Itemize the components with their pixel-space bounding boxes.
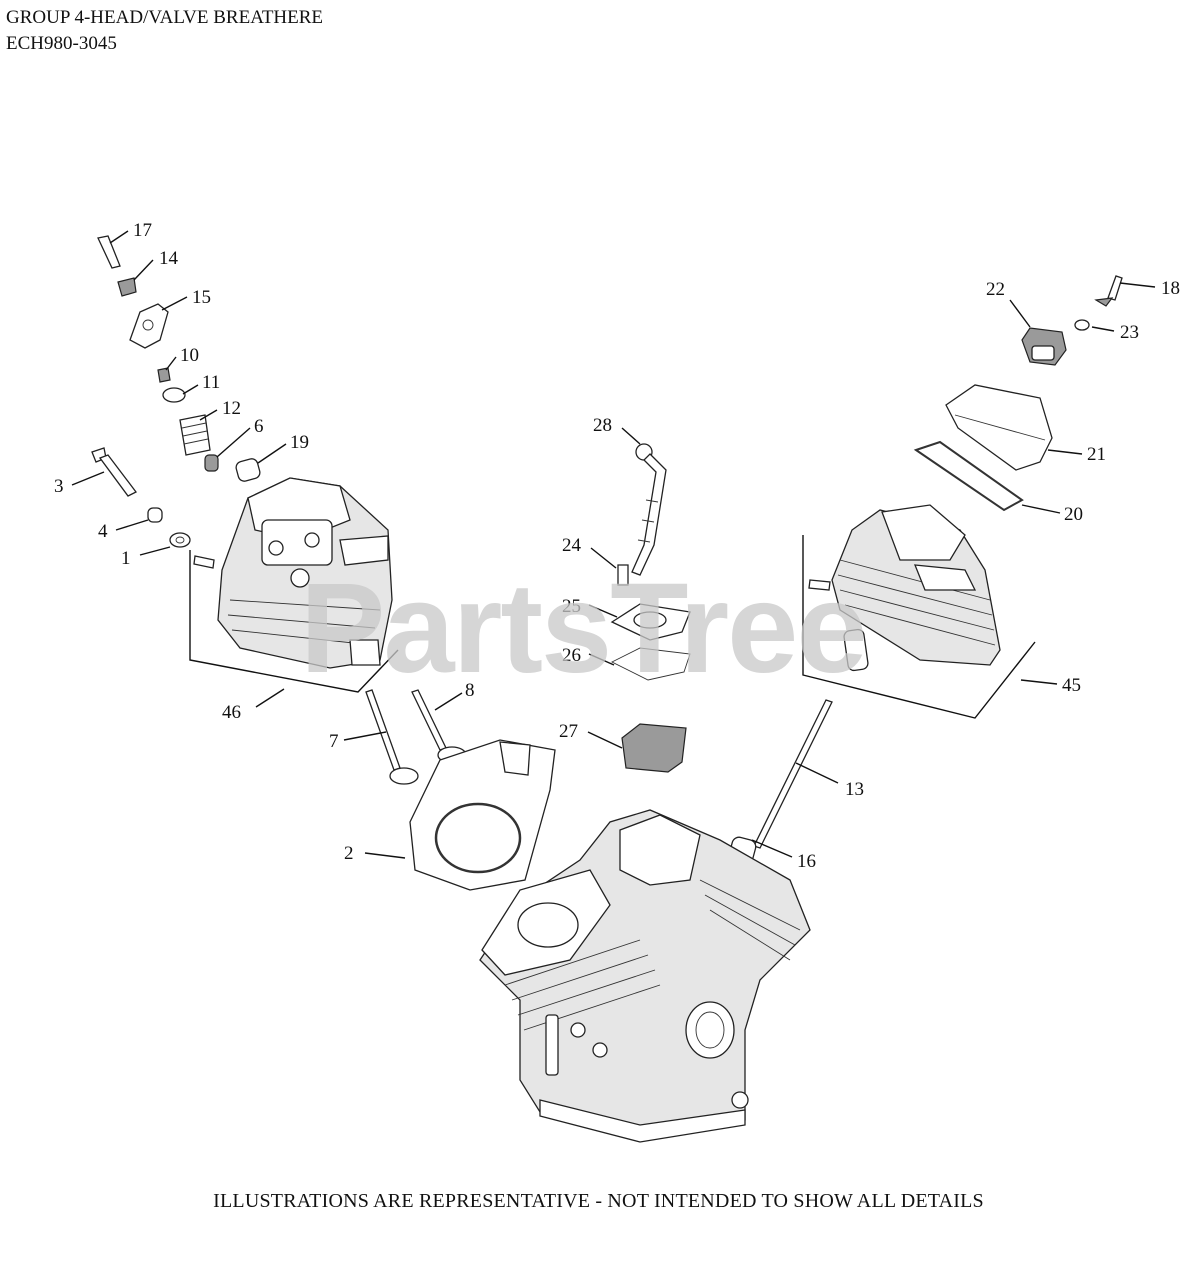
callout-25: 25 <box>562 596 581 617</box>
callout-labels: 17 14 15 10 11 12 6 19 3 4 1 46 7 8 2 28… <box>54 220 1180 872</box>
callout-2: 2 <box>344 843 354 864</box>
callout-4: 4 <box>98 521 108 542</box>
callout-18: 18 <box>1161 278 1180 299</box>
callout-28: 28 <box>593 415 612 436</box>
model-number: ECH980-3045 <box>6 33 117 54</box>
callout-7: 7 <box>329 731 339 752</box>
callout-45: 45 <box>1062 675 1081 696</box>
left-head-assembly-drawing <box>91 235 467 785</box>
callout-6: 6 <box>254 416 264 437</box>
callout-14: 14 <box>159 248 179 269</box>
callout-22: 22 <box>986 279 1005 300</box>
callout-23: 23 <box>1120 322 1139 343</box>
callout-20: 20 <box>1064 504 1083 525</box>
callout-13: 13 <box>845 779 864 800</box>
callout-27: 27 <box>559 721 578 742</box>
callout-15: 15 <box>192 287 211 308</box>
crankcase-drawing <box>479 699 833 1143</box>
head-gasket-drawing <box>409 739 556 891</box>
partstree-watermark: PartsTree <box>300 557 867 700</box>
callout-12: 12 <box>222 398 241 419</box>
leader-lines <box>71 230 1156 859</box>
callout-17: 17 <box>133 220 152 241</box>
callout-11: 11 <box>202 372 220 393</box>
callout-16: 16 <box>797 851 816 872</box>
diagram-title: GROUP 4-HEAD/VALVE BREATHERE <box>6 7 324 28</box>
callout-8: 8 <box>465 680 475 701</box>
callout-19: 19 <box>290 432 309 453</box>
callout-26: 26 <box>562 645 581 666</box>
callout-3: 3 <box>54 476 64 497</box>
disclaimer-footer: ILLUSTRATIONS ARE REPRESENTATIVE - NOT I… <box>213 1190 984 1212</box>
callout-24: 24 <box>562 535 582 556</box>
callout-10: 10 <box>180 345 199 366</box>
callout-21: 21 <box>1087 444 1106 465</box>
callout-1: 1 <box>121 548 131 569</box>
right-head-assembly-drawing <box>802 275 1123 719</box>
breather-assembly-drawing <box>610 443 691 773</box>
callout-46: 46 <box>222 702 241 723</box>
